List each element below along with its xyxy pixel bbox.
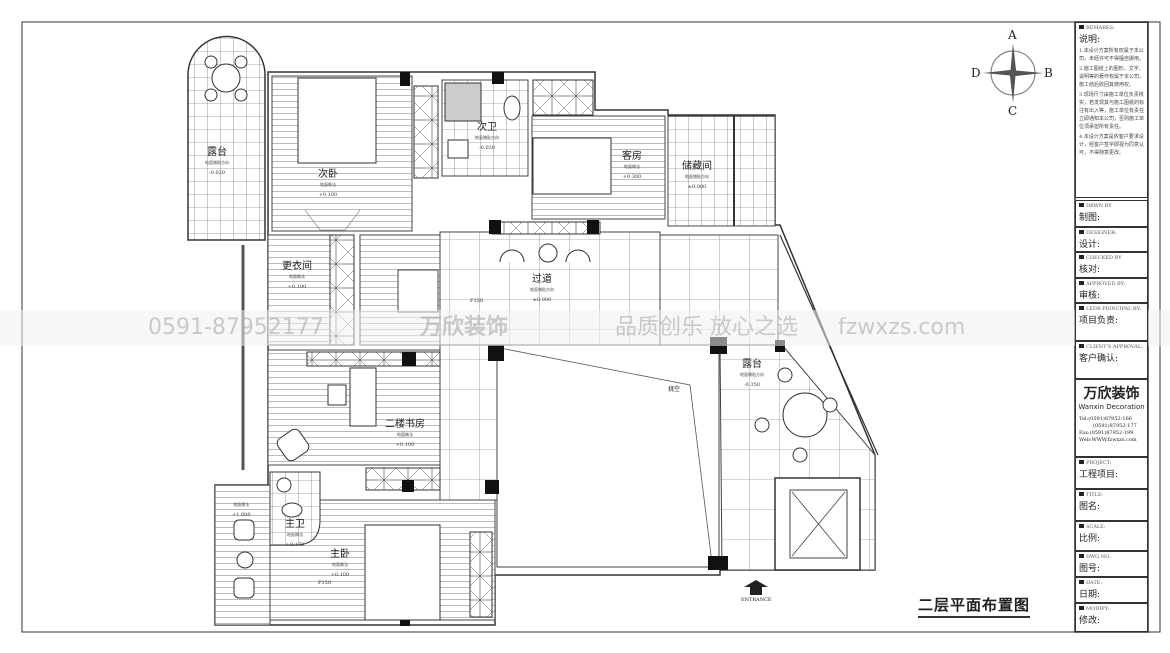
compass-west: D [971, 66, 981, 80]
room-label: 露台地面铺贴方向-0.350 [740, 359, 764, 389]
room-label: 储藏间地面铺贴方向±0.000 [682, 161, 712, 191]
watermark-brand: 万欣装饰 [420, 315, 509, 340]
room-label: 次卧地面做法+0.100 [318, 169, 338, 199]
void-area [496, 344, 720, 568]
compass-east: B [1044, 66, 1053, 80]
watermark-slogan: 品质创乐 放心之选 [615, 315, 798, 340]
round-table [211, 63, 241, 93]
field-approved-by: APPROVED BY:审核: [1075, 278, 1148, 303]
room-label: 二楼书房地面做法+0.100 [385, 419, 425, 449]
room-label: 客房地面做法+0.300 [622, 151, 642, 181]
room-label: 地面做法+1.000 [232, 502, 251, 518]
void-label: 挑空 [668, 386, 681, 393]
wardrobe [413, 85, 439, 179]
company-web: Web:WWW.fzwxzs.com [1079, 437, 1137, 443]
field-scale: SCALE:比例: [1075, 521, 1148, 551]
storage-room [667, 115, 776, 227]
compass-north: A [1008, 28, 1017, 42]
room-label: 主卧地面做法+0.100 [330, 549, 350, 579]
field-dwg-no: DWG NO:图号: [1075, 551, 1148, 577]
room-label: 过道地面铺贴方向±0.000 [530, 274, 554, 304]
field-modify: MODIFY:修改: [1075, 603, 1148, 632]
compass-south: C [1008, 104, 1018, 118]
company-tel: Tel:(0591)87952-166 [1079, 416, 1132, 422]
field-title: TITLE:图名: [1075, 489, 1148, 521]
remarks-box: REMARKS: 说明: 1.本设计方案所有权属于本公司，未经许可不得擅自挪用。… [1075, 22, 1148, 198]
note: 3.现场尺寸由施工单位负责核实，若发现其与施工图纸的标注有出入等，施工单位有责任… [1079, 92, 1145, 130]
field-project: PROJECT:工程项目: [1075, 457, 1148, 489]
drawing-title: 二层平面布置图 [918, 594, 1031, 618]
room-label: 主卫地面做法+0.170 [285, 519, 305, 549]
watermark: 0591-87952177 万欣装饰 品质创乐 放心之选 fzwxzs.com [0, 310, 1170, 346]
watermark-url: fzwxzs.com [838, 315, 966, 340]
elevator [774, 477, 861, 571]
field-designer: DESIGNER:设计: [1075, 227, 1148, 252]
company-fax: Fax:(0591)87952-199 [1079, 430, 1134, 436]
watermark-phone: 0591-87952177 [148, 315, 324, 340]
stair-label: F150 [318, 580, 332, 586]
field-client-approval: CLIENT'S APPROVAL:客户确认: [1075, 341, 1148, 379]
room-label: 次卫地面铺贴方向-0.020 [475, 122, 499, 152]
bed [297, 77, 377, 164]
bed [532, 137, 612, 195]
remarks-cn: 说明: [1079, 35, 1101, 45]
company-name-en: Wanxin Decoration [1078, 403, 1145, 411]
room-label: 露台地面铺贴方向-0.020 [205, 147, 229, 177]
entrance-arrow-icon [744, 580, 768, 595]
bed [364, 524, 441, 621]
note: 2.施工图纸上的图形、文字、说明等的著作权属于本公司，施工结后收回其使用权。 [1079, 66, 1145, 88]
remarks-en: REMARKS: [1076, 23, 1147, 31]
structural-columns [400, 72, 785, 626]
entrance-label: ENTRANCE [741, 597, 772, 603]
note: 1.本设计方案所有权属于本公司，未经许可不得擅自挪用。 [1079, 48, 1145, 62]
room-label: 更衣间地面做法+0.100 [282, 261, 312, 291]
stair-label: F150 [470, 298, 484, 304]
field-date: DATE:日期: [1075, 577, 1148, 603]
left-balcony [187, 35, 266, 241]
rear-terrace [214, 484, 271, 626]
company-tel2: (0591)87952-177 [1093, 423, 1137, 429]
field-principal: LEDR PRINCIPAL BY:项目负责: [1075, 303, 1148, 341]
company-logo: 万欣装饰 [1083, 386, 1140, 402]
compass-icon [983, 43, 1043, 103]
note: 4.本设计方案是依客户要求设计，经客户签字即视为同意认可，不得随意更改。 [1079, 134, 1145, 156]
